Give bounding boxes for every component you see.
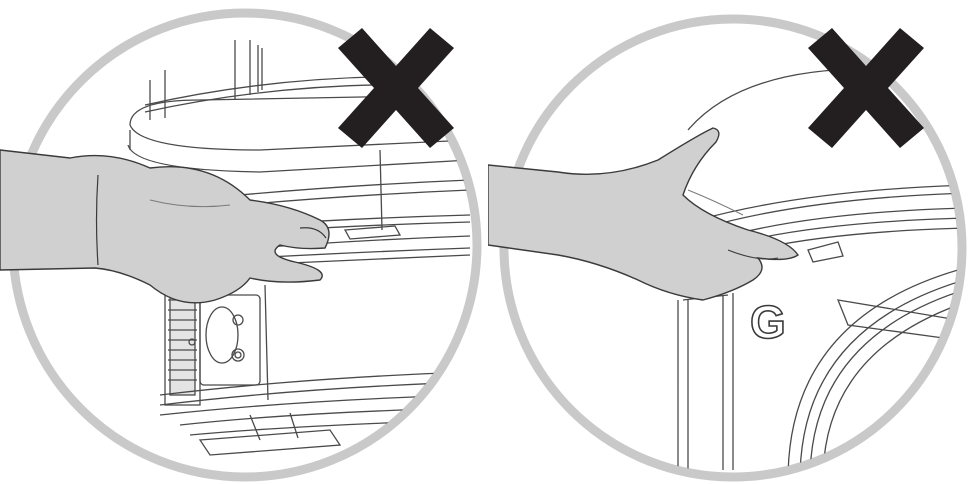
panel-right: G [488, 0, 977, 484]
brand-logo-g: G [750, 296, 786, 348]
panel-right-illustration: G [488, 0, 977, 484]
panel-left [0, 0, 488, 484]
panel-left-illustration [0, 0, 488, 484]
svg-text:G: G [750, 296, 786, 348]
